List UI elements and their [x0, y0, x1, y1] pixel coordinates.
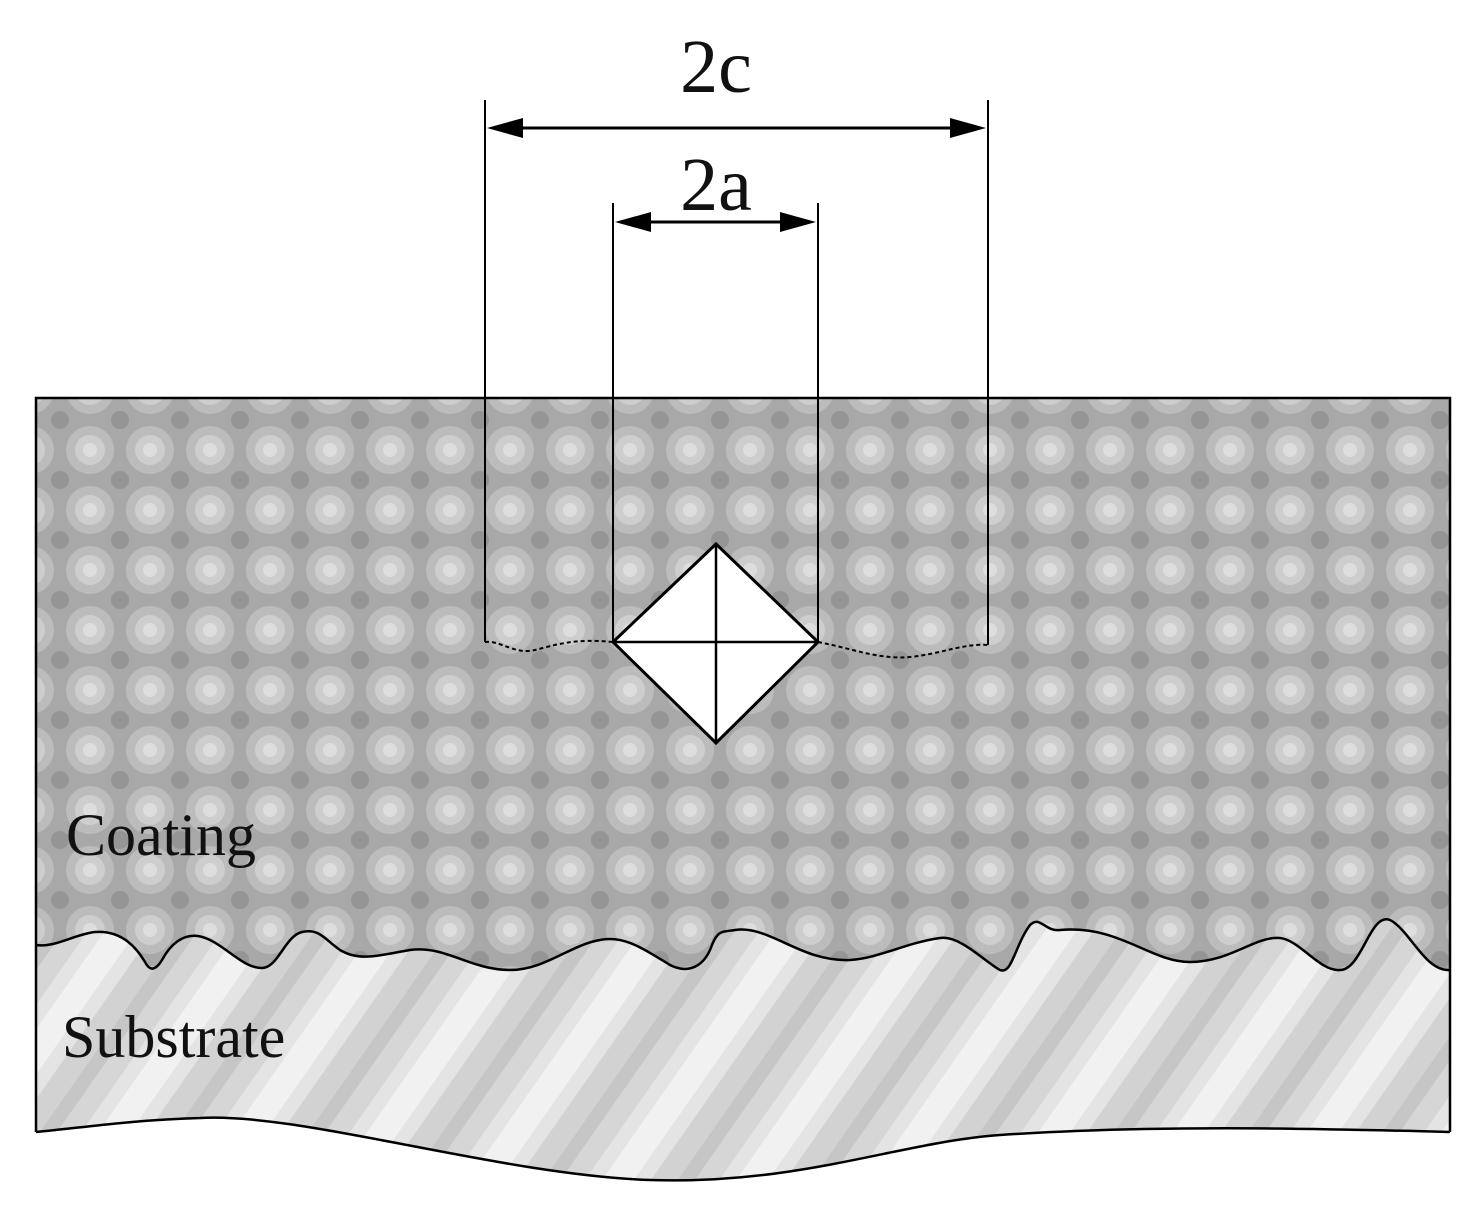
- substrate-label: Substrate: [62, 1004, 285, 1070]
- crack-length-label: 2c: [680, 25, 752, 109]
- crack-left: [484, 639, 614, 653]
- indent-arrowhead-left: [615, 212, 651, 232]
- crack-arrowhead-right: [950, 118, 986, 138]
- indent-arrowhead-right: [780, 212, 816, 232]
- vickers-indent-icon: [610, 541, 821, 746]
- substrate-bottom-edge: [35, 1116, 1451, 1182]
- crack-arrowhead-left: [487, 118, 523, 138]
- coating-substrate-interface: [35, 918, 1451, 972]
- indent-diagonal-label: 2a: [680, 143, 752, 227]
- substrate-layer: [36, 919, 1450, 1181]
- coating-outline: [34, 396, 1452, 1132]
- crack-right: [817, 641, 989, 659]
- coating-label: Coating: [66, 802, 256, 868]
